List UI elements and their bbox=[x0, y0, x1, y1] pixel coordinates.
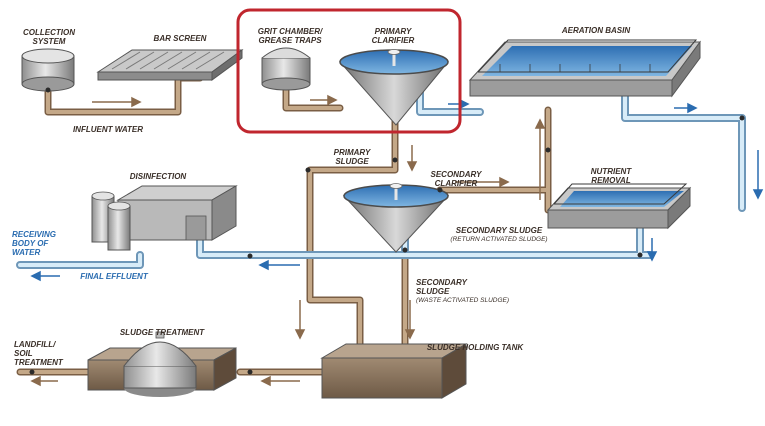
label-bar-screen: BAR SCREEN bbox=[153, 34, 207, 43]
label-secondary-sludge-return: SECONDARY SLUDGE bbox=[455, 226, 543, 235]
label-nutrient-removal: NUTRIENT REMOVAL bbox=[590, 167, 632, 185]
disinfection-building bbox=[91, 185, 238, 251]
label-sludge-treatment: SLUDGE TREATMENT bbox=[119, 328, 205, 337]
label-primary-clarifier: PRIMARY CLARIFIER bbox=[371, 27, 415, 45]
bar-screen-unit bbox=[96, 49, 244, 81]
label-landfill: LANDFILL/ SOIL TREATMENT bbox=[14, 340, 63, 367]
label-secondary-clarifier: SECONDARY CLARIFIER bbox=[430, 170, 482, 188]
sludge-holding-tank bbox=[320, 343, 468, 399]
nutrient-removal-tank bbox=[546, 183, 692, 230]
collection-system-tank bbox=[21, 48, 75, 92]
label-sludge-holding-tank: SLUDGE HOLDING TANK bbox=[426, 343, 524, 352]
label-collection-system: COLLECTION SYSTEM bbox=[23, 28, 75, 46]
label-primary-sludge: PRIMARY SLUDGE bbox=[333, 148, 371, 166]
label-disinfection: DISINFECTION bbox=[129, 172, 187, 181]
secondary-clarifier-cone bbox=[342, 183, 450, 253]
aeration-basin-tank bbox=[468, 39, 701, 98]
label-secondary-sludge-waste: SECONDARY SLUDGE bbox=[416, 278, 467, 296]
label-waste-activated: (WASTE ACTIVATED SLUDGE) bbox=[416, 297, 510, 304]
grit-chamber-tank bbox=[261, 47, 311, 91]
flow-arrows bbox=[30, 94, 764, 387]
label-influent-water: INFLUENT WATER bbox=[72, 125, 144, 134]
label-receiving-body: RECEIVING BODY OF WATER bbox=[12, 230, 57, 257]
highlight-frame bbox=[236, 8, 462, 134]
sludge-treatment-unit bbox=[87, 331, 237, 397]
label-aeration-basin: AERATION BASIN bbox=[561, 26, 631, 35]
label-return-activated: (RETURN ACTIVATED SLUDGE) bbox=[450, 236, 548, 243]
label-grit-chamber: GRIT CHAMBER/ GREASE TRAPS bbox=[257, 27, 323, 45]
primary-clarifier-cone bbox=[338, 49, 450, 126]
label-final-effluent: FINAL EFFLUENT bbox=[80, 272, 148, 281]
pipe-joints bbox=[29, 87, 745, 375]
